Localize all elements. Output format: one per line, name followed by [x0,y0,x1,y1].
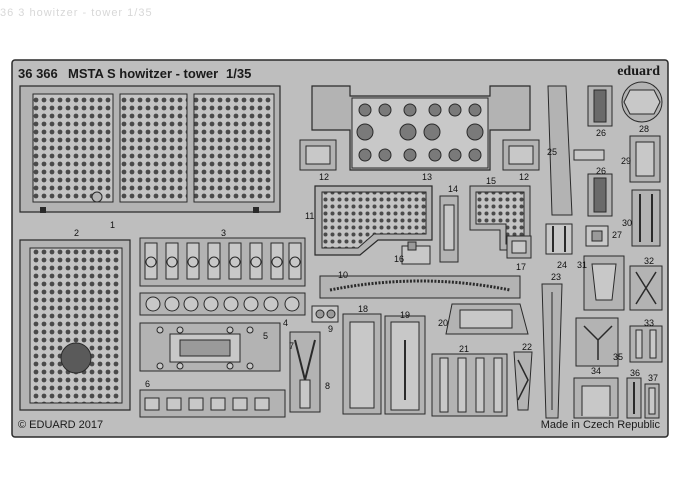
sheet-title: MSTA S howitzer - tower [68,66,219,81]
part-14 [439,195,459,263]
sheet-scale: 1/35 [226,66,252,81]
part-32 [629,265,663,311]
part-13-vent-plate [311,85,531,171]
part-number-label: 31 [577,260,587,270]
part-4-washers [139,292,306,316]
part-22 [513,351,533,411]
part-33 [629,325,663,363]
part-number-label: 8 [325,381,330,391]
part-24 [545,223,573,255]
part-number-label: 35 [613,352,623,362]
part-number-label: 24 [557,260,567,270]
part-30 [631,189,661,247]
part-number-label: 3 [221,228,226,238]
part-number-label: 21 [459,344,469,354]
part-21-levers [431,353,508,417]
copyright-text: © EDUARD 2017 [18,419,104,431]
part-number-label: 1 [110,220,115,230]
part-2-mesh-panel [19,239,131,411]
part-25 [547,85,605,216]
part-number-label: 10 [338,270,348,280]
part-number-label: 19 [400,310,410,320]
part-number-label: 22 [522,342,532,352]
part-number-label: 12 [519,172,529,182]
part-number-label: 18 [358,304,368,314]
brand-logo: eduard [617,64,660,79]
part-6-clips [139,389,286,418]
part-17 [506,235,532,259]
part-number-label: 12 [319,172,329,182]
part-37 [644,383,660,419]
part-number-label: 15 [486,176,496,186]
part-3-brackets [139,237,306,287]
part-35 [575,317,619,367]
part-number-label: 36 [630,368,640,378]
part-12-right [502,139,540,171]
part-number-label: 33 [644,318,654,328]
part-number-label: 6 [145,379,150,389]
part-number-label: 13 [422,172,432,182]
part-number-label: 16 [394,254,404,264]
part-9-nut [311,305,339,323]
part-number-label: 30 [622,218,632,228]
part-number-label: 9 [328,324,333,334]
part-number-label: 17 [516,262,526,272]
part-19 [384,315,426,415]
part-number-label: 25 [547,147,557,157]
part-10-strip [319,275,521,299]
part-18 [342,313,382,415]
part-number-label: 7 [289,341,294,351]
part-15-mesh [469,185,531,251]
part-11-mesh-panel [314,185,433,256]
part-26-top [587,85,613,127]
part-number-label: 5 [263,331,268,341]
part-5-hinge [139,322,281,372]
part-34 [573,377,619,419]
part-16 [401,241,431,265]
part-number-label: 29 [621,156,631,166]
part-number-label: 23 [551,272,561,282]
part-number-label: 34 [591,366,601,376]
part-23 [541,283,563,419]
part-number-label: 26 [596,128,606,138]
part-27 [585,225,609,247]
part-number-label: 2 [74,228,79,238]
part-7-8-strut [289,331,321,413]
part-number-label: 11 [305,211,314,221]
part-number-label: 20 [438,318,448,328]
part-number-label: 27 [612,230,622,240]
part-29 [629,135,661,183]
ghost-caption: 36 3 howitzer - tower 1/35 [0,7,153,19]
part-number-label: 4 [283,318,288,328]
part-1-mesh-panel [19,85,281,213]
origin-text: Made in Czech Republic [540,419,660,431]
part-12-left [299,139,337,171]
part-31 [583,255,625,311]
part-number-label: 37 [648,373,658,383]
sheet-code: 36 366 [18,66,58,81]
part-20 [445,303,529,335]
part-number-label: 32 [644,256,654,266]
part-28 [621,81,663,123]
part-26-bottom [587,173,613,217]
part-36 [626,377,642,419]
part-number-label: 14 [448,184,458,194]
part-number-label: 26 [596,166,606,176]
part-number-label: 28 [639,124,649,134]
